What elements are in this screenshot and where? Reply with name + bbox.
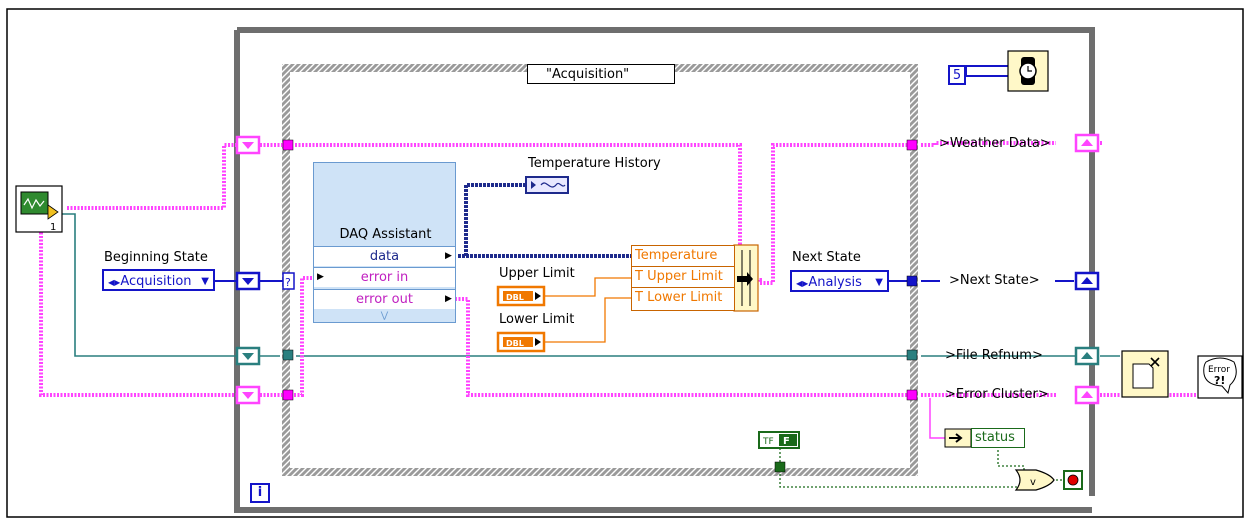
daq-terminal-data[interactable]: data — [314, 246, 455, 266]
shift-register-left-refnum[interactable] — [235, 346, 261, 366]
svg-text:TF: TF — [762, 437, 774, 447]
upper-limit-dbl-terminal[interactable]: DBL — [496, 285, 546, 307]
shift-register-right-refnum[interactable] — [1074, 346, 1100, 366]
beginning-state-label: Beginning State — [104, 250, 208, 265]
daq-expand-chevron-icon[interactable]: ⋁ — [380, 311, 389, 321]
status-element[interactable]: status — [971, 428, 1025, 448]
shift-register-right-weather[interactable] — [1074, 133, 1100, 153]
svg-text:DBL: DBL — [506, 339, 524, 348]
next-state-sr-label: >Next State> — [949, 273, 1040, 288]
lower-limit-dbl-terminal[interactable]: DBL — [496, 331, 546, 353]
close-file-icon[interactable] — [1121, 350, 1169, 398]
while-loop-frame[interactable] — [234, 27, 1095, 513]
upper-limit-label: Upper Limit — [499, 266, 575, 281]
temperature-history-label: Temperature History — [528, 156, 661, 171]
shift-register-left-error-bottom[interactable] — [235, 385, 261, 405]
daq-terminal-error-in[interactable]: error in — [314, 267, 455, 287]
enum-inc-dec-icon: ◀▶ — [796, 279, 809, 288]
shift-register-right-error[interactable] — [1074, 385, 1100, 405]
error-handler-icon[interactable]: Error ?! — [1197, 355, 1243, 399]
bundle-by-name-icon[interactable] — [733, 244, 759, 312]
error-in-arrow-icon: ▶ — [317, 272, 324, 282]
case-selector[interactable]: "Acquisition" — [527, 64, 675, 84]
wait-clock-icon[interactable] — [1007, 50, 1049, 92]
initialize-vi-icon[interactable]: 1 — [15, 185, 63, 233]
or-function-icon[interactable]: v — [1014, 469, 1055, 491]
iteration-terminal[interactable]: i — [250, 483, 270, 503]
bundle-element-t-upper-limit[interactable]: T Upper Limit — [632, 267, 735, 288]
case-selector-terminal[interactable]: ? — [282, 272, 295, 290]
shift-register-right-state[interactable] — [1074, 271, 1100, 291]
bundle-by-name-node[interactable]: Temperature T Upper Limit T Lower Limit — [631, 245, 735, 311]
error-cluster-label: >Error Cluster> — [945, 387, 1049, 402]
unbundle-arrow — [944, 428, 972, 448]
file-refnum-wire — [40, 213, 1120, 357]
bundle-element-temperature[interactable]: Temperature — [632, 246, 735, 267]
daq-assistant-node[interactable]: DAQ Assistant data error in error out ⋁ — [313, 162, 456, 323]
daq-assistant-title: DAQ Assistant — [339, 227, 432, 242]
next-state-enum[interactable]: ◀▶Analysis ▼ — [790, 270, 889, 292]
beginning-state-enum[interactable]: ◀▶Acquisition ▼ — [102, 269, 215, 291]
svg-text:1: 1 — [50, 222, 56, 233]
file-refnum-label: >File Refnum> — [945, 348, 1043, 363]
false-constant[interactable]: F TF — [758, 431, 800, 449]
next-state-label: Next State — [792, 250, 861, 265]
dynamic-data-wire — [458, 183, 631, 258]
bundle-element-t-lower-limit[interactable]: T Lower Limit — [635, 290, 723, 305]
enum-inc-dec-icon: ◀▶ — [108, 278, 121, 287]
svg-text:DBL: DBL — [506, 293, 524, 302]
error-branch-wire — [929, 398, 945, 439]
stop-condition-icon[interactable] — [1063, 470, 1083, 490]
case-selector-label: "Acquisition" — [546, 67, 630, 82]
svg-text:Error: Error — [1208, 365, 1230, 375]
svg-text:?!: ?! — [1214, 374, 1225, 387]
svg-text:v: v — [1030, 477, 1036, 488]
dropdown-arrow-icon: ▼ — [875, 277, 883, 288]
waveform-chart-icon[interactable] — [525, 176, 569, 194]
diagram-border — [6, 8, 1244, 518]
data-out-arrow-icon: ▶ — [445, 251, 452, 261]
dbl-wires — [543, 277, 631, 343]
shift-register-left-error-top[interactable] — [235, 135, 261, 155]
enum-wires — [215, 65, 1074, 282]
error-wires — [39, 141, 1198, 397]
weather-data-label: >Weather Data> — [939, 136, 1051, 151]
svg-text:?: ? — [285, 276, 291, 289]
wait-ms-constant[interactable]: 5 — [948, 65, 966, 85]
beginning-state-value: Acquisition — [120, 274, 192, 289]
dropdown-arrow-icon: ▼ — [201, 276, 209, 287]
case-tunnels — [282, 139, 918, 473]
shift-register-left-state[interactable] — [235, 271, 261, 291]
next-state-value: Analysis — [808, 275, 862, 290]
daq-terminal-error-out[interactable]: error out — [314, 289, 455, 309]
error-out-arrow-icon: ▶ — [445, 294, 452, 304]
lower-limit-label: Lower Limit — [499, 312, 575, 327]
false-constant-text: F — [783, 436, 790, 447]
